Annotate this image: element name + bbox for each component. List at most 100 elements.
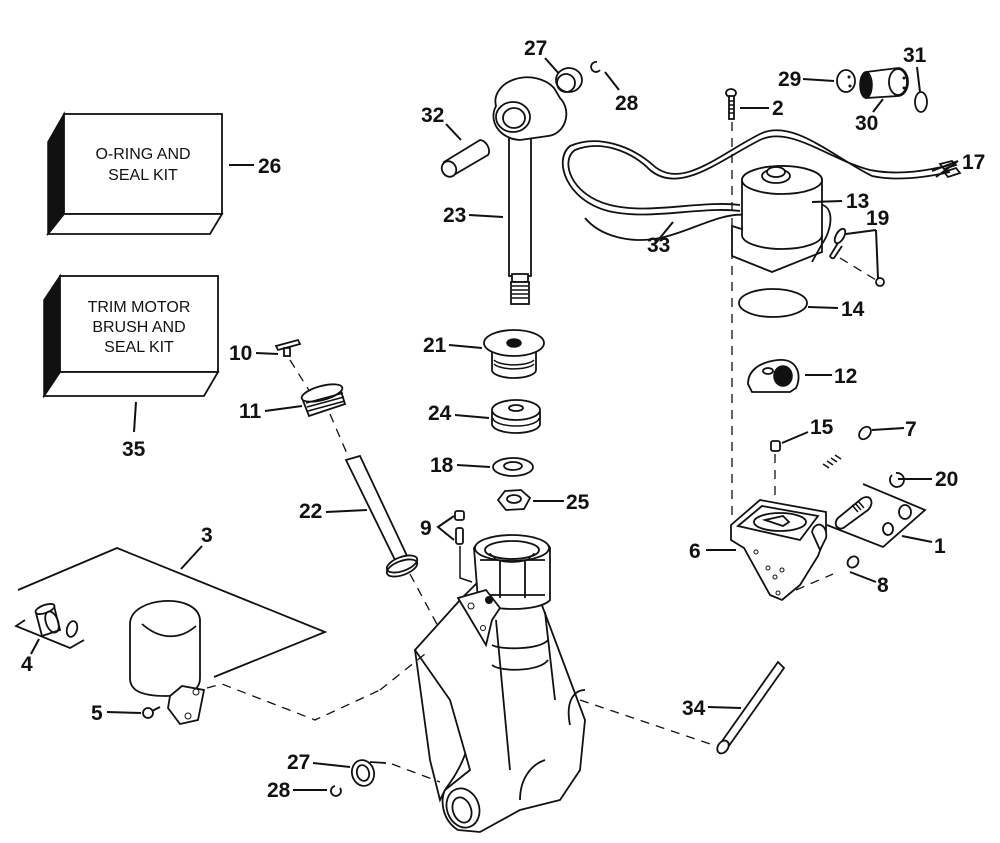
kit-box-26-front (63, 113, 223, 215)
leader-18 (456, 464, 491, 468)
callout-18[interactable]: 18 (430, 454, 454, 477)
washer-18[interactable] (492, 457, 534, 477)
pump-cover-12[interactable] (747, 359, 800, 393)
callout-12[interactable]: 12 (834, 365, 857, 388)
leader-22 (325, 509, 368, 513)
kit-26-label-line1: O-RING AND (95, 146, 190, 163)
screw-19[interactable] (875, 277, 885, 287)
long-screw-7[interactable] (822, 424, 873, 469)
callout-27-top[interactable]: 27 (524, 37, 547, 60)
callout-35[interactable]: 35 (122, 438, 146, 461)
callout-2[interactable]: 2 (772, 97, 784, 120)
leader-17a (931, 160, 959, 172)
leader-23 (468, 214, 504, 218)
callout-3[interactable]: 3 (201, 524, 213, 547)
callout-10[interactable]: 10 (229, 342, 252, 365)
o-ring-31[interactable] (914, 91, 928, 113)
leader-30 (872, 98, 884, 113)
callout-23[interactable]: 23 (443, 204, 466, 227)
trim-motor-13[interactable] (731, 165, 832, 273)
leader-11 (264, 405, 303, 412)
kit-box-26-bottom (46, 213, 224, 235)
seal-29[interactable] (836, 69, 856, 93)
screw-2[interactable] (725, 88, 737, 120)
callout-13[interactable]: 13 (846, 190, 869, 213)
assembly-line-27 (391, 763, 441, 783)
leader-32 (445, 123, 462, 141)
kit-box-35[interactable]: TRIM MOTOR BRUSH AND SEAL KIT (42, 273, 220, 399)
assembly-line-11 (329, 413, 349, 457)
leader-34 (707, 706, 742, 709)
callout-6[interactable]: 6 (689, 540, 701, 563)
callout-7[interactable]: 7 (905, 418, 917, 441)
callout-25[interactable]: 25 (566, 491, 590, 514)
callout-4[interactable]: 4 (21, 653, 33, 676)
callout-26[interactable]: 26 (258, 155, 281, 178)
leader-19b (875, 229, 879, 279)
callout-27-bottom[interactable]: 27 (287, 751, 310, 774)
assembly-line-22 (409, 573, 441, 631)
cylinder-cap-11[interactable] (300, 381, 347, 418)
bushing-27-top[interactable] (555, 67, 583, 93)
callout-24[interactable]: 24 (428, 402, 452, 425)
callout-19[interactable]: 19 (866, 207, 889, 230)
screw-5[interactable] (142, 706, 161, 719)
leader-1 (901, 535, 933, 543)
kit-35-label-line2: BRUSH AND (92, 319, 185, 336)
assembly-line-reservoir-b (379, 649, 431, 691)
kit-35-label-line1: TRIM MOTOR (88, 299, 191, 316)
pin-32[interactable] (439, 139, 490, 179)
callout-14[interactable]: 14 (841, 298, 865, 321)
piston-rod-22[interactable] (344, 454, 419, 580)
leader-19a (845, 229, 877, 235)
retaining-ring-20[interactable] (889, 472, 905, 488)
callout-5[interactable]: 5 (91, 702, 103, 725)
retaining-ring-28-top[interactable] (590, 61, 601, 73)
bushing-27-bottom[interactable] (349, 758, 387, 789)
nut-25[interactable] (496, 489, 532, 511)
reservoir-bracket-3 (17, 547, 328, 678)
assembly-line-10 (289, 359, 311, 393)
callout-1[interactable]: 1 (934, 535, 946, 558)
callout-8[interactable]: 8 (877, 574, 889, 597)
callout-34[interactable]: 34 (682, 697, 706, 720)
retaining-ring-28-bottom[interactable] (330, 785, 342, 797)
clip-19[interactable] (829, 227, 847, 260)
callout-28-top[interactable]: 28 (615, 92, 639, 115)
o-ring-14[interactable] (738, 288, 808, 318)
cylinder-cap-21[interactable] (483, 329, 545, 379)
pump-body-6[interactable] (730, 499, 828, 602)
callout-11[interactable]: 11 (239, 400, 262, 423)
plug-15[interactable] (770, 440, 781, 452)
callout-28-bottom[interactable]: 28 (267, 779, 291, 802)
plug-30[interactable] (859, 67, 909, 99)
pivot-pin-34[interactable] (715, 660, 786, 756)
callout-32[interactable]: 32 (421, 104, 444, 127)
fill-plug-4[interactable] (34, 602, 79, 638)
leader-21 (448, 344, 483, 349)
assembly-line-8 (795, 573, 834, 591)
piston-24[interactable] (491, 399, 541, 434)
screw-8[interactable] (835, 554, 861, 574)
assembly-line-reservoir (206, 683, 381, 721)
leader-13 (811, 200, 843, 203)
callout-20[interactable]: 20 (935, 468, 958, 491)
trim-rod-23[interactable] (492, 76, 568, 305)
callout-17[interactable]: 17 (962, 151, 985, 174)
callout-31[interactable]: 31 (903, 44, 927, 67)
callout-29[interactable]: 29 (778, 68, 801, 91)
reservoir-3[interactable] (129, 600, 206, 726)
callout-21[interactable]: 21 (423, 334, 447, 357)
callout-15[interactable]: 15 (810, 416, 834, 439)
pin-10[interactable] (274, 338, 302, 357)
leader-5 (106, 711, 142, 714)
callout-30[interactable]: 30 (855, 112, 878, 135)
callout-33[interactable]: 33 (647, 234, 670, 257)
kit-box-26[interactable]: O-RING AND SEAL KIT (46, 111, 224, 237)
valve-9[interactable] (454, 510, 465, 545)
gasket-valve-1[interactable] (826, 483, 927, 549)
callout-22[interactable]: 22 (299, 500, 322, 523)
trim-cylinder-body[interactable] (413, 534, 586, 833)
callout-9[interactable]: 9 (420, 517, 432, 540)
